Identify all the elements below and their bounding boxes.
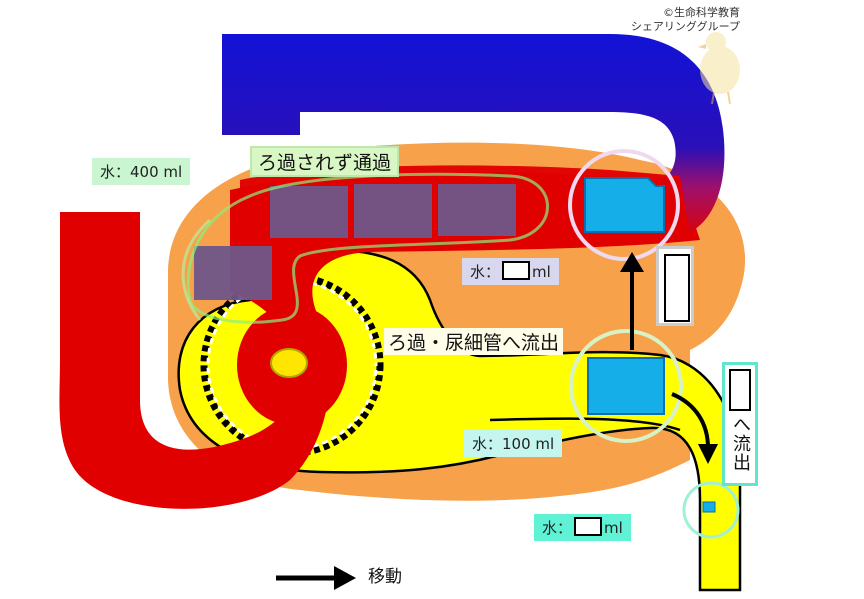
chick-logo xyxy=(698,32,740,105)
water-block-top xyxy=(584,177,665,233)
plasma-block-2 xyxy=(354,184,432,238)
water-block-small xyxy=(702,501,716,513)
water-prefix: 水： xyxy=(542,519,573,537)
answer-box-side[interactable] xyxy=(656,246,694,326)
label-not-filtered: ろ過されず通過 xyxy=(250,146,400,177)
label-water-400: 水：400 ml xyxy=(92,158,191,185)
unit-ml: ml xyxy=(604,519,623,537)
label-water-blank-top: 水： ml xyxy=(462,258,559,285)
answer-blank-side[interactable] xyxy=(664,254,690,322)
label-water-blank-bottom: 水： ml xyxy=(534,514,631,541)
highlight-circle-top xyxy=(568,149,680,261)
legend-arrow xyxy=(276,566,356,590)
plasma-block-3 xyxy=(438,184,516,236)
highlight-circle-middle xyxy=(569,329,683,443)
answer-blank-top[interactable] xyxy=(502,261,531,280)
unit-ml: ml xyxy=(532,263,551,281)
highlight-circle-bottom xyxy=(682,481,740,539)
answer-blank-outflow[interactable] xyxy=(729,369,751,411)
water-prefix: 水： xyxy=(470,263,501,281)
label-filtered-out: ろ過・尿細管へ流出 xyxy=(384,328,564,355)
plasma-block-1 xyxy=(270,186,348,238)
reabsorb-arrow xyxy=(620,252,644,350)
unfiltered-flow-outline xyxy=(186,172,549,324)
glomerulus-opening xyxy=(270,348,308,378)
credit-line-2: シェアリンググループ xyxy=(630,20,740,33)
outflow-label-text: へ流出 xyxy=(730,415,751,472)
legend: 移動 xyxy=(276,562,402,587)
water-block-middle xyxy=(587,357,665,415)
credit-line-1: ©生命科学教育 xyxy=(663,6,740,19)
label-water-100: 水：100 ml xyxy=(464,430,563,457)
legend-move-label: 移動 xyxy=(368,567,402,587)
copyright-credit: ©生命科学教育 シェアリンググループ xyxy=(631,6,740,34)
plasma-block-4 xyxy=(194,246,272,300)
outflow-label-box: へ流出 xyxy=(722,362,758,486)
answer-blank-bottom[interactable] xyxy=(574,517,603,536)
blood-vessel-blue xyxy=(222,34,725,240)
outflow-arrow xyxy=(671,392,718,464)
